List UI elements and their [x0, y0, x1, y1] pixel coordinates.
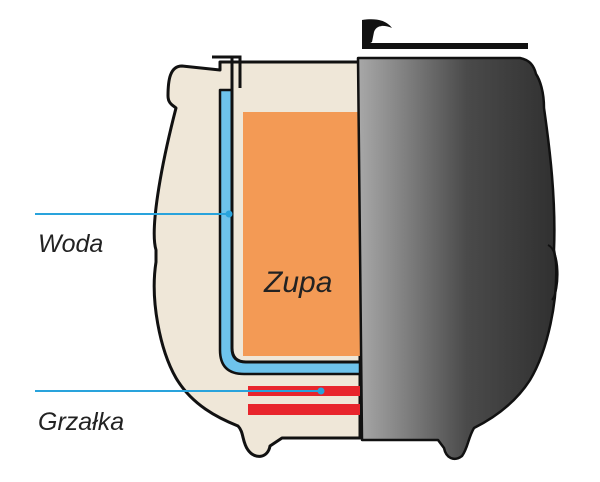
kettle-side-bump-icon — [547, 244, 559, 301]
soup-area — [243, 112, 360, 356]
inner-pot-wall — [230, 58, 360, 364]
soup-label: Zupa — [263, 266, 332, 299]
kettle-lid — [362, 43, 528, 49]
water-leader-dot — [225, 210, 233, 218]
heater-label: Grzałka — [38, 408, 124, 436]
kettle-steel-exterior — [356, 56, 558, 460]
water-label: Woda — [38, 230, 103, 258]
heater-leader-dot — [317, 387, 325, 395]
lid-handle-icon — [362, 19, 392, 48]
heater-bar-bottom — [248, 404, 360, 415]
inner-pot-rim — [212, 55, 242, 88]
